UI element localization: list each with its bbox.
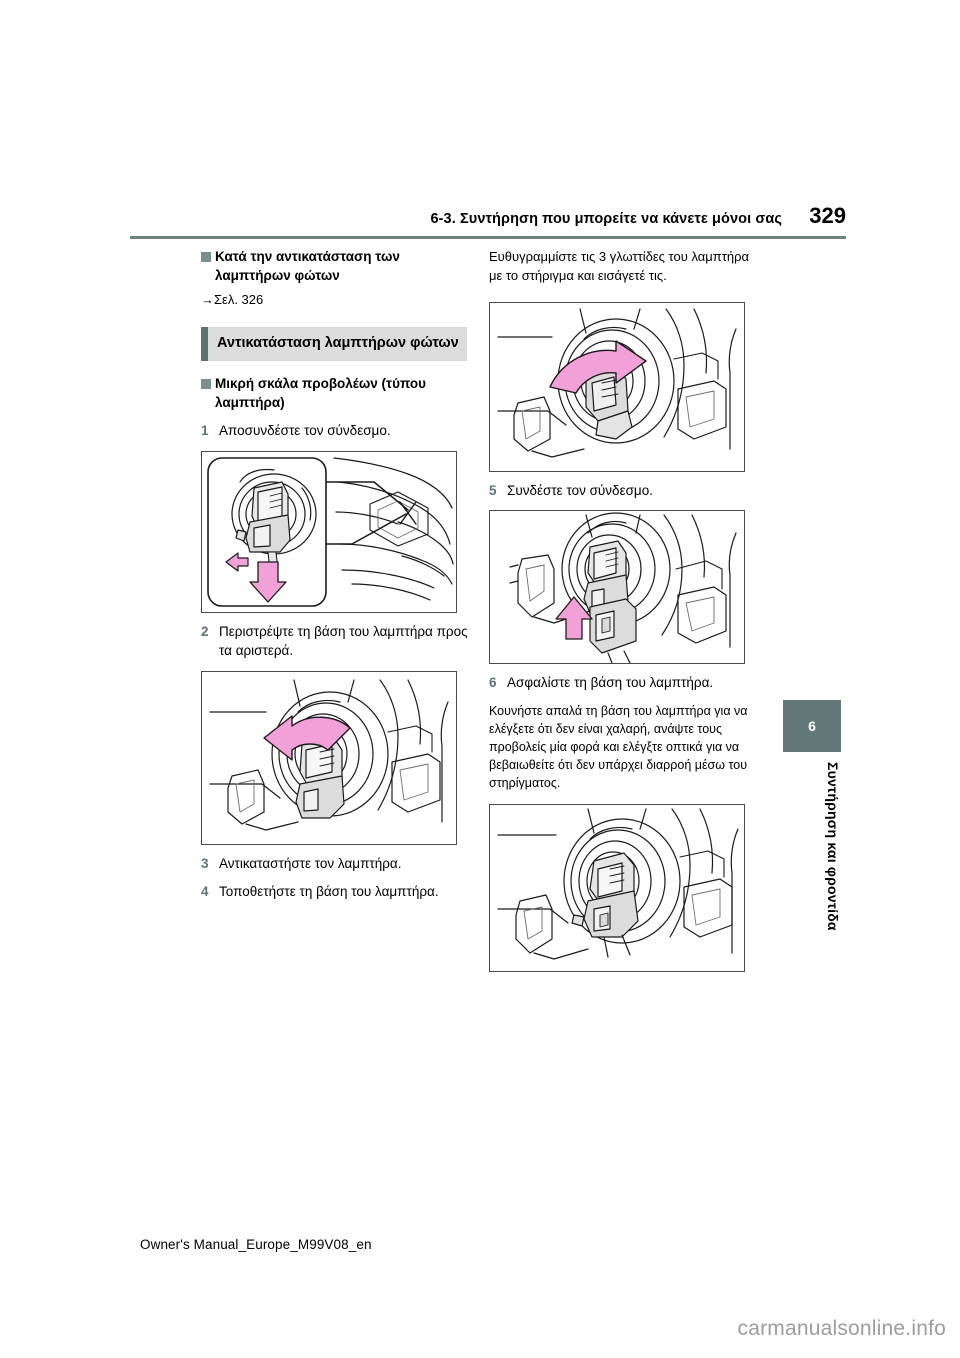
step-5-number: 5 — [489, 482, 497, 498]
figure-1-bulb-connector-disconnect — [201, 450, 457, 613]
step-6: 6 Ασφαλίστε τη βάση του λαμπτήρα. — [489, 673, 757, 692]
chapter-tab: 6 — [783, 700, 841, 752]
step-4-number: 4 — [201, 884, 209, 900]
intro-paragraph: Ευθυγραμμίστε τις 3 γλωττίδες του λαμπτή… — [489, 249, 749, 283]
step-4-text: Τοποθετήστε τη βάση του λαμπτήρα. — [219, 884, 439, 900]
figure-3-bulb-base-rotate-right — [489, 301, 745, 472]
magenta-arrow-left — [225, 552, 249, 572]
magenta-arrow-rotate-left — [263, 714, 351, 761]
sub-heading-label: Μικρή σκάλα προβολέων (τύπου λαμπτήρα) — [215, 376, 427, 410]
step-1-number: 1 — [201, 423, 209, 439]
chapter-tab-label: Συντήρηση και φροντίδα — [825, 762, 841, 931]
left-column: Κατά την αντικατάσταση των λαμπτήρων φώτ… — [201, 248, 469, 901]
magenta-arrow-rotate-right — [549, 339, 647, 394]
step-1: 1 Αποσυνδέστε τον σύνδεσμο. — [201, 421, 469, 440]
step-6-text: Ασφαλίστε τη βάση του λαμπτήρα. — [507, 675, 714, 691]
step-3-text: Αντικαταστήστε τον λαμπτήρα. — [219, 855, 402, 871]
figure-4-drawing — [509, 512, 737, 664]
step-2-text: Περιστρέψτε τη βάση του λαμπτήρα προς τα… — [219, 623, 468, 659]
step-5: 5 Συνδέστε τον σύνδεσμο. — [489, 481, 757, 500]
section-accent-bar — [201, 327, 208, 362]
note-heading: Κατά την αντικατάσταση των λαμπτήρων φώτ… — [201, 248, 469, 285]
magenta-arrow-down — [249, 561, 287, 603]
step-5-text: Συνδέστε τον σύνδεσμο. — [507, 482, 653, 498]
step-2: 2 Περιστρέψτε τη βάση του λαμπτήρα προς … — [201, 622, 469, 661]
page-number: 329 — [809, 203, 846, 228]
page-header: 6-3. Συντήρηση που μπορείτε να κάνετε μό… — [130, 203, 846, 233]
step-1-text: Αποσυνδέστε τον σύνδεσμο. — [219, 423, 391, 439]
figure-5-bulb-base-secured — [489, 804, 745, 973]
section-title-label: Αντικατάσταση λαμπτήρων φώτων — [217, 335, 459, 352]
figure-2-drawing — [209, 678, 449, 831]
section-title-bar: Αντικατάσταση λαμπτήρων φώτων — [201, 327, 467, 362]
chapter-tab-number: 6 — [808, 718, 816, 734]
figure-5-drawing — [497, 808, 739, 960]
magenta-arrow-up — [555, 596, 593, 640]
watermark-text: carmanualsonline.info — [737, 1317, 946, 1340]
step-2-number: 2 — [201, 623, 209, 639]
step-4: 4 Τοποθετήστε τη βάση του λαμπτήρα. — [201, 882, 469, 901]
note-heading-label: Κατά την αντικατάσταση των λαμπτήρων φώτ… — [215, 249, 400, 283]
header-divider — [130, 236, 846, 239]
figure-3-drawing — [497, 308, 737, 458]
step-3-number: 3 — [201, 855, 209, 871]
square-bullet-icon — [201, 379, 211, 390]
figure-4-connector-attach — [489, 510, 745, 665]
header-section-title: 6-3. Συντήρηση που μπορείτε να κάνετε μό… — [430, 211, 782, 227]
step-6-number: 6 — [489, 675, 497, 691]
right-column: Ευθυγραμμίστε τις 3 γλωττίδες του λαμπτή… — [489, 248, 757, 973]
square-bullet-icon — [201, 252, 211, 262]
figure-1-drawing — [207, 456, 454, 607]
cross-reference-link[interactable]: →Σελ. 326 — [201, 292, 264, 308]
step-6-body-paragraph: Κουνήστε απαλά τη βάση του λαμπτήρα για … — [489, 703, 748, 791]
footer-document-id: Owner's Manual_Europe_M99V08_en — [140, 1237, 372, 1252]
figure-2-bulb-base-rotate-left — [201, 670, 457, 845]
step-3: 3 Αντικαταστήστε τον λαμπτήρα. — [201, 854, 469, 873]
sub-heading: Μικρή σκάλα προβολέων (τύπου λαμπτήρα) — [201, 375, 469, 412]
